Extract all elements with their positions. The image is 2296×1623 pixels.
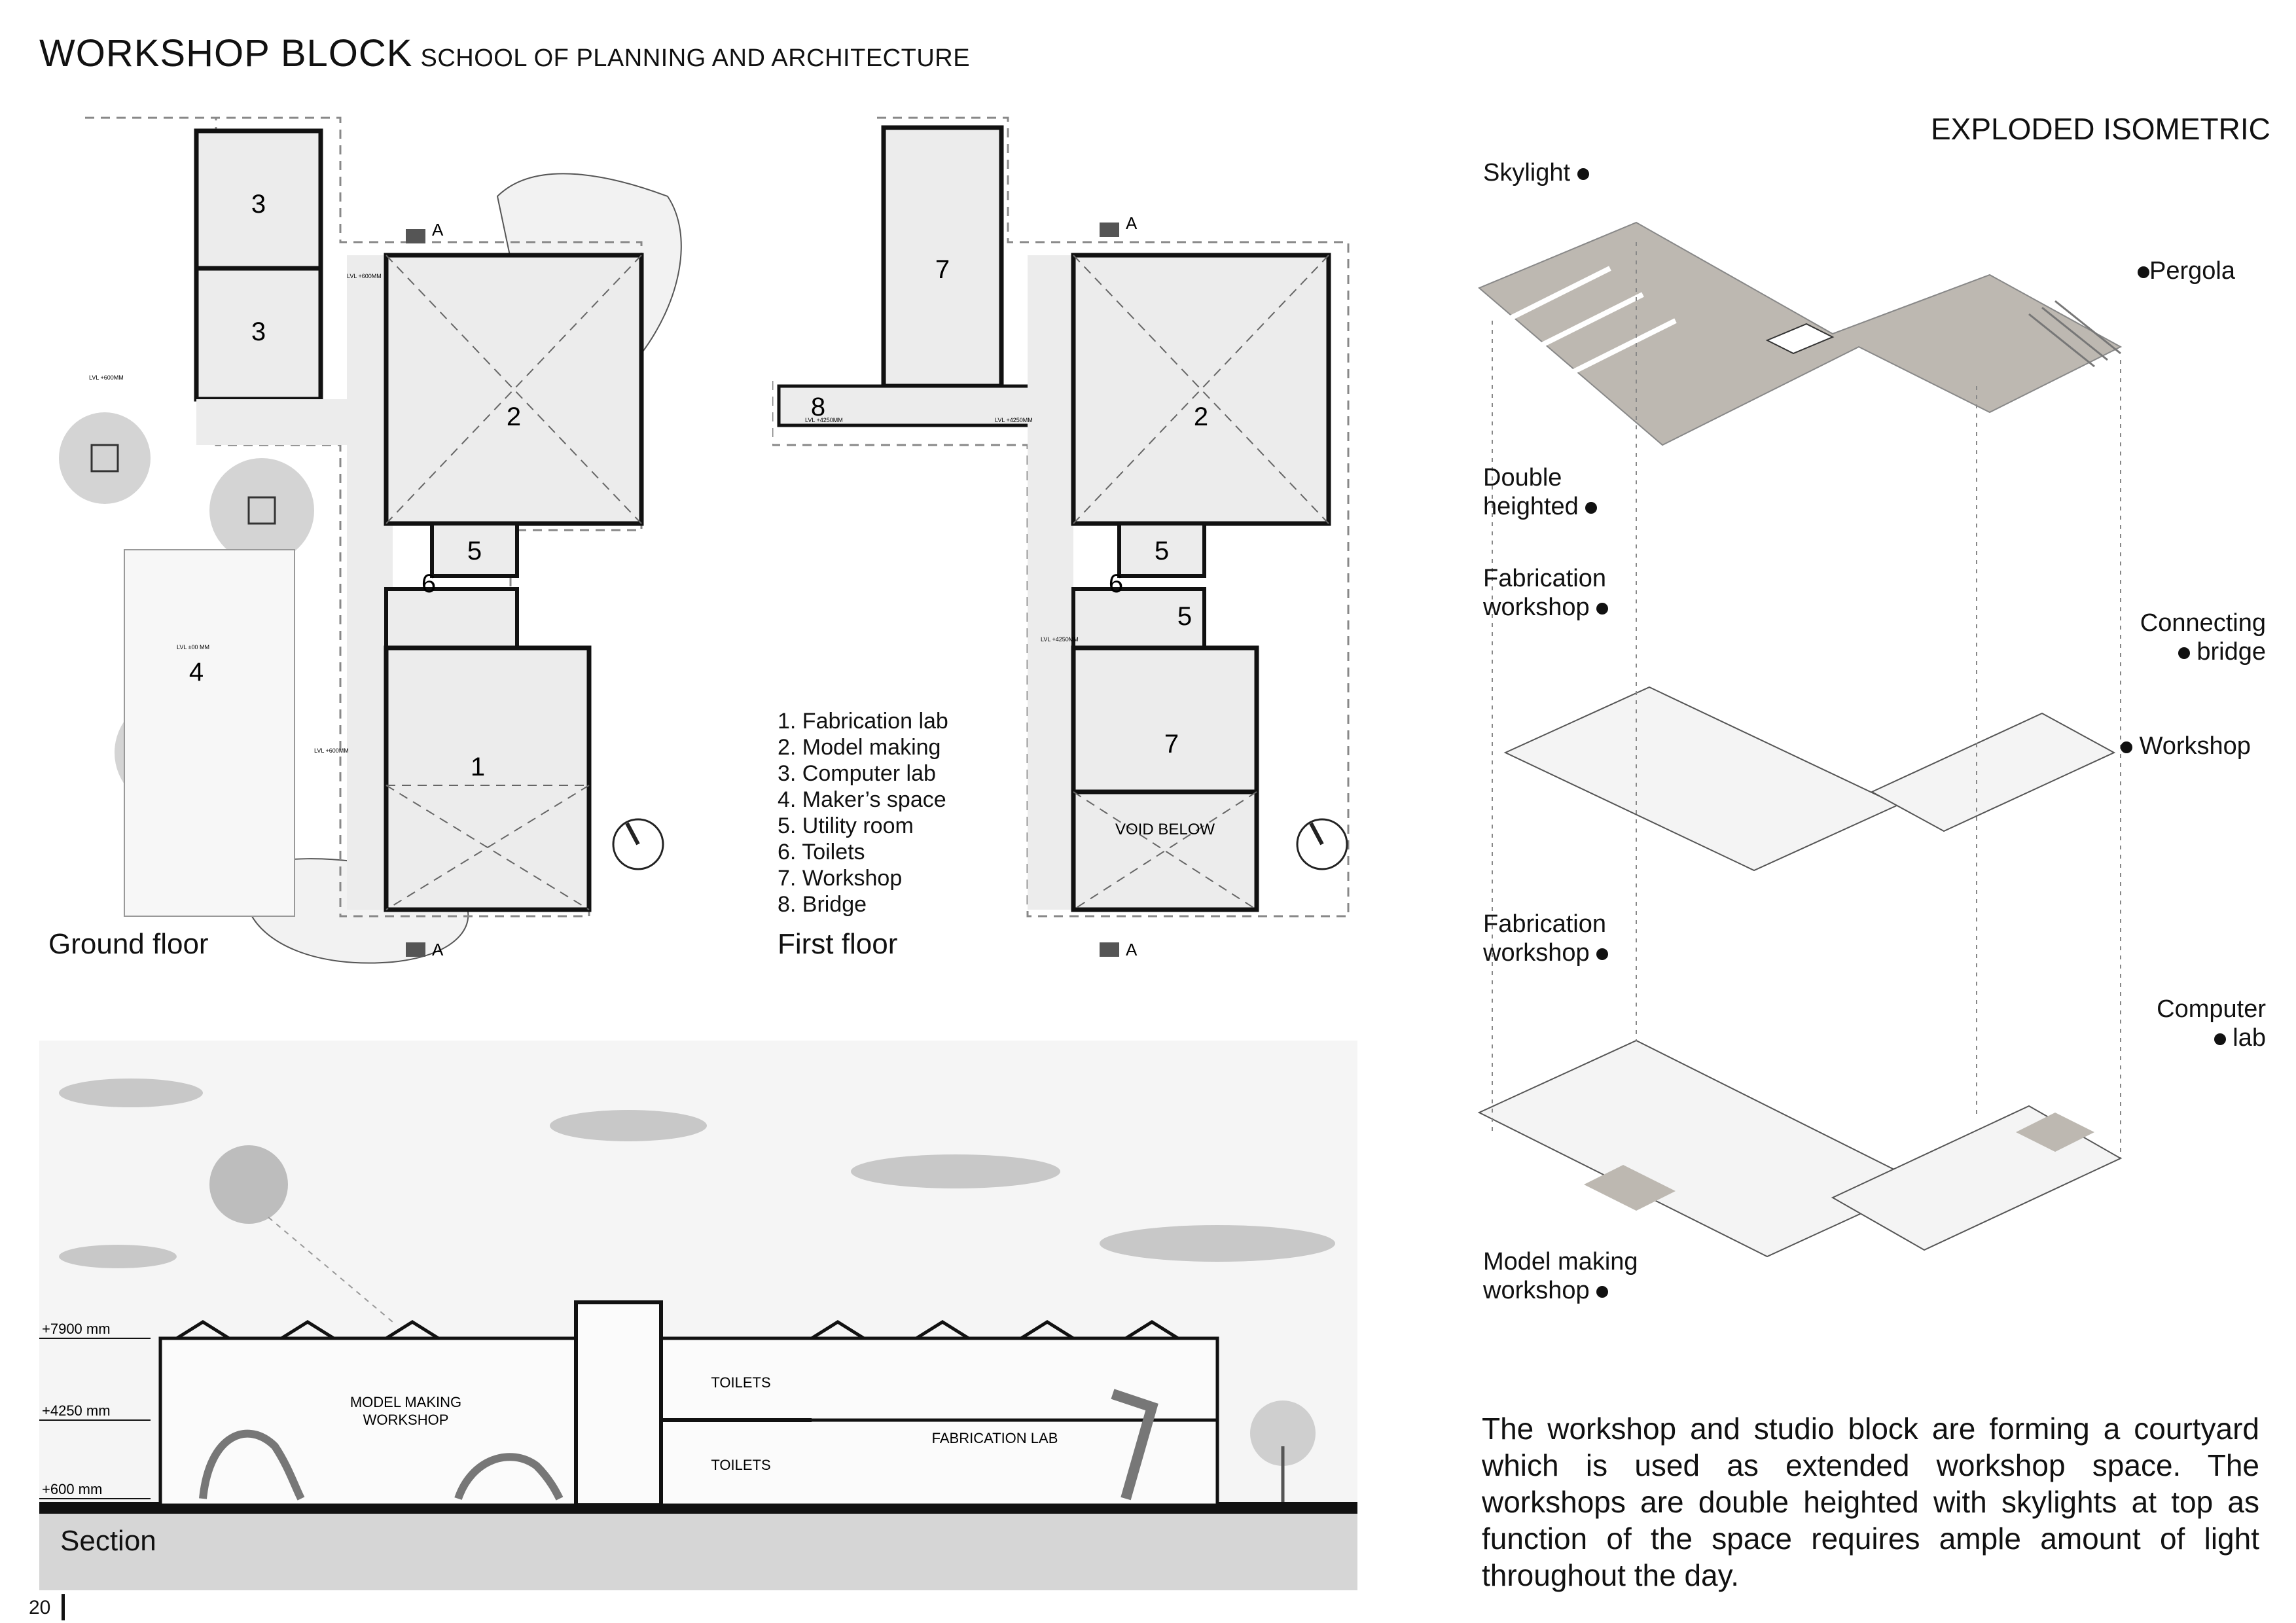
gf-level-label-2: LVL +600MM	[89, 374, 124, 381]
gf-section-marker-top: A	[432, 220, 444, 240]
skylight-label: Skylight	[1483, 159, 1571, 187]
leader-dot-icon	[2138, 266, 2149, 278]
first-floor-plan: 7 8 2 5 6 5 7 VOID BELOW A A LVL +4250MM…	[772, 116, 1350, 959]
room-legend: 1. Fabrication lab 2. Model making 3. Co…	[778, 708, 948, 918]
title-text: WORKSHOP BLOCK	[39, 32, 413, 75]
gf-room-1: 1	[471, 753, 485, 781]
legend-item: 2. Model making	[778, 735, 941, 760]
gf-room-3a: 3	[251, 190, 266, 219]
gf-level-label-1: LVL +600MM	[347, 273, 382, 279]
leader-dot-icon	[1585, 501, 1598, 514]
exploded-isometric-drawing	[1477, 221, 2123, 1258]
iso-label-connecting-bridge: Connecting bridge	[2140, 609, 2266, 666]
ff-level-label-1: LVL +4250MM	[805, 417, 843, 423]
gf-level-label-4: LVL +600MM	[314, 747, 349, 754]
ff-room-6: 6	[1109, 569, 1123, 598]
section-level-7900: +7900 mm	[42, 1321, 111, 1337]
section-label-toilets-lower: TOILETS	[711, 1457, 770, 1473]
legend-item: 6. Toilets	[778, 840, 865, 865]
leader-dot-icon	[2178, 647, 2190, 659]
ff-room-2: 2	[1194, 402, 1208, 431]
legend-item: 1. Fabrication lab	[778, 709, 948, 734]
page-number: 20	[29, 1597, 51, 1618]
page-title: WORKSHOP BLOCK SCHOOL OF PLANNING AND ARC…	[39, 31, 970, 75]
leader-dot-icon	[1596, 1285, 1609, 1298]
leader-dot-icon	[2214, 1033, 2226, 1045]
ff-room-5a: 5	[1155, 537, 1169, 565]
ground-floor-plan: 3 3 2 5 6 1 4 A A LVL +600MM LVL +600MM …	[59, 116, 682, 964]
ff-void-label: VOID BELOW	[1115, 821, 1215, 838]
page-number-bar	[62, 1594, 65, 1620]
isometric-heading: EXPLODED ISOMETRIC	[1931, 112, 2270, 146]
leader-dot-icon	[1596, 602, 1609, 615]
leader-dot-icon	[1577, 168, 1589, 180]
legend-item: 8. Bridge	[778, 892, 867, 917]
gf-room-4: 4	[189, 658, 204, 687]
gf-room-5: 5	[467, 537, 482, 565]
legend-item: 4. Maker’s space	[778, 787, 946, 812]
legend-item: 7. Workshop	[778, 866, 903, 891]
gf-room-3b: 3	[251, 317, 266, 346]
gf-section-marker-bottom: A	[432, 940, 444, 959]
iso-label-workshop: Workshop	[2121, 732, 2251, 760]
section-level-600: +600 mm	[42, 1481, 102, 1497]
description-paragraph: The workshop and studio block are formin…	[1482, 1412, 2259, 1592]
section-label-toilets-upper: TOILETS	[711, 1374, 770, 1391]
leader-dot-icon	[1596, 948, 1609, 960]
section-caption: Section	[60, 1525, 156, 1557]
first-floor-caption: First floor	[778, 928, 898, 960]
ground-floor-caption: Ground floor	[48, 928, 209, 960]
legend-item: 5. Utility room	[778, 813, 914, 838]
ff-level-label-3: LVL +4250MM	[1041, 636, 1079, 643]
iso-label-pergola: Pergola	[2138, 257, 2235, 285]
section-level-4250: +4250 mm	[42, 1402, 111, 1419]
pergola-label: Pergola	[2149, 257, 2235, 285]
section-label-fabrication: FABRICATION LAB	[932, 1430, 1058, 1446]
legend-item: 3. Computer lab	[778, 761, 936, 786]
gf-level-label-3: LVL ±00 MM	[177, 644, 209, 651]
subtitle-text: SCHOOL OF PLANNING AND ARCHITECTURE	[420, 45, 971, 72]
ff-room-8: 8	[811, 393, 825, 421]
workshop-label: Workshop	[2139, 732, 2251, 760]
iso-label-skylight: Skylight	[1483, 158, 1589, 187]
iso-label-computer-lab: Computer lab	[2157, 995, 2266, 1052]
gf-room-6: 6	[422, 569, 436, 598]
ff-section-marker-bottom: A	[1126, 940, 1138, 959]
ff-room-7b: 7	[1164, 730, 1179, 758]
ff-room-5b: 5	[1177, 602, 1192, 631]
section-label-model-making-1: MODEL MAKING	[350, 1394, 461, 1410]
ff-room-7a: 7	[935, 255, 950, 284]
gf-room-2: 2	[507, 402, 521, 431]
section-drawing: +7900 mm +4250 mm +600 mm MODEL MAKING W…	[39, 1041, 1357, 1590]
ff-level-label-2: LVL +4250MM	[995, 417, 1033, 423]
section-label-model-making-2: WORKSHOP	[363, 1412, 449, 1428]
ff-section-marker-top: A	[1126, 213, 1138, 233]
leader-dot-icon	[2121, 741, 2132, 753]
